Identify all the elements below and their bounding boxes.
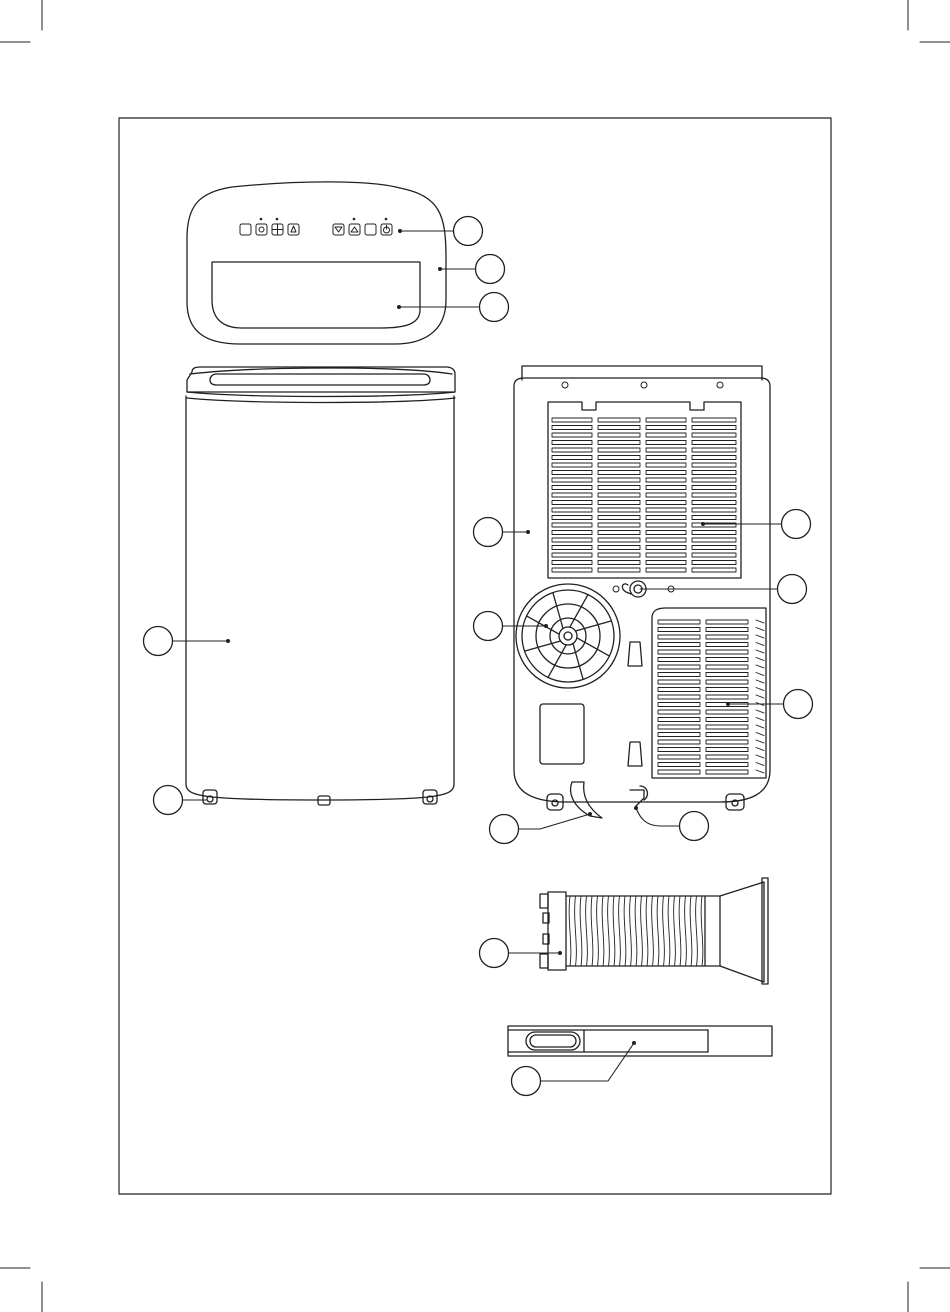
window-slider-drawing <box>508 1026 772 1056</box>
callout-upper-air-filter-grille <box>782 510 811 539</box>
hose-ribs <box>569 896 703 966</box>
callout-exhaust-hose <box>480 939 509 968</box>
lower-grille-slats <box>658 620 764 774</box>
callout-back-panel <box>474 518 503 547</box>
control-buttons <box>240 224 392 235</box>
callout-drain-hose <box>680 812 709 841</box>
callout-caster-wheel <box>154 786 183 815</box>
callout-drain-outlet <box>778 575 807 604</box>
exhaust-fan <box>516 584 620 688</box>
callout-exhaust-air-outlet <box>474 612 503 641</box>
top-view <box>187 182 446 344</box>
indicator-dots <box>260 218 388 221</box>
callout-circles <box>144 217 813 1096</box>
upper-grille-slats <box>552 418 736 572</box>
exhaust-hose-drawing <box>540 878 768 984</box>
callout-power-cord <box>490 815 519 844</box>
callout-front-panel <box>144 627 173 656</box>
leader-lines <box>173 231 784 1081</box>
diagram-frame <box>119 118 831 1194</box>
callout-window-slider-kit <box>512 1067 541 1096</box>
callout-control-panel <box>454 217 483 246</box>
back-view <box>514 366 770 818</box>
callout-top-cover <box>476 255 505 284</box>
front-view <box>186 367 455 805</box>
callout-lower-air-filter-grille <box>784 690 813 719</box>
callout-display-window <box>480 293 509 322</box>
